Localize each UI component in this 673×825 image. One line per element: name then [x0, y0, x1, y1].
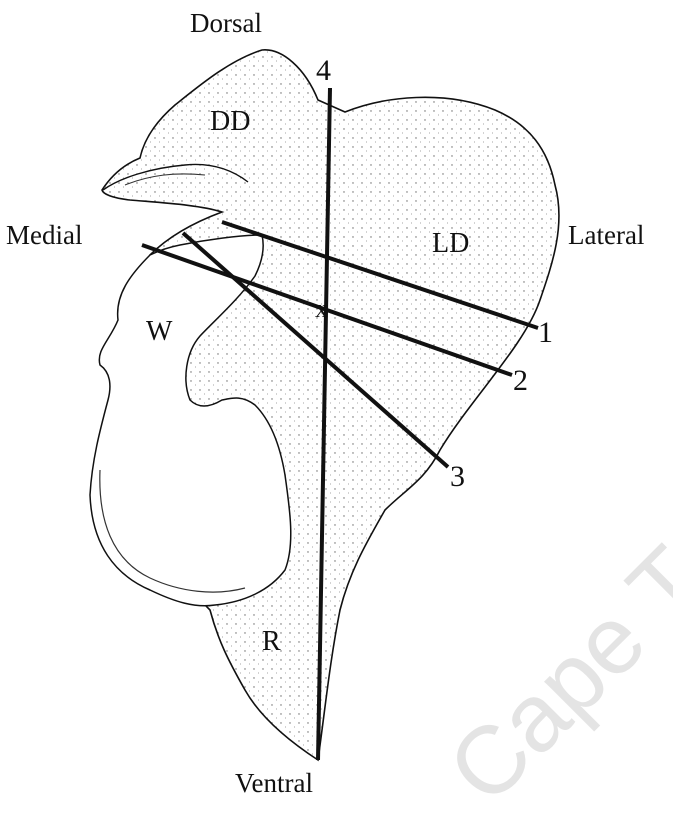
label-w: W — [146, 318, 172, 346]
label-line-1: 1 — [538, 318, 553, 348]
label-line-2: 2 — [513, 366, 528, 396]
label-line-4: 4 — [316, 56, 331, 86]
label-medial: Medial — [6, 222, 82, 249]
label-dorsal: Dorsal — [190, 10, 262, 37]
label-ld: LD — [432, 230, 469, 258]
label-r: R — [262, 628, 281, 656]
anatomical-diagram: Cape To Dorsal Ventral Medial Lateral DD… — [0, 0, 673, 804]
label-dd: DD — [210, 108, 250, 136]
label-ventral: Ventral — [235, 770, 313, 797]
label-center-mark: x — [315, 296, 328, 322]
label-line-3: 3 — [450, 462, 465, 492]
label-lateral: Lateral — [568, 222, 644, 249]
